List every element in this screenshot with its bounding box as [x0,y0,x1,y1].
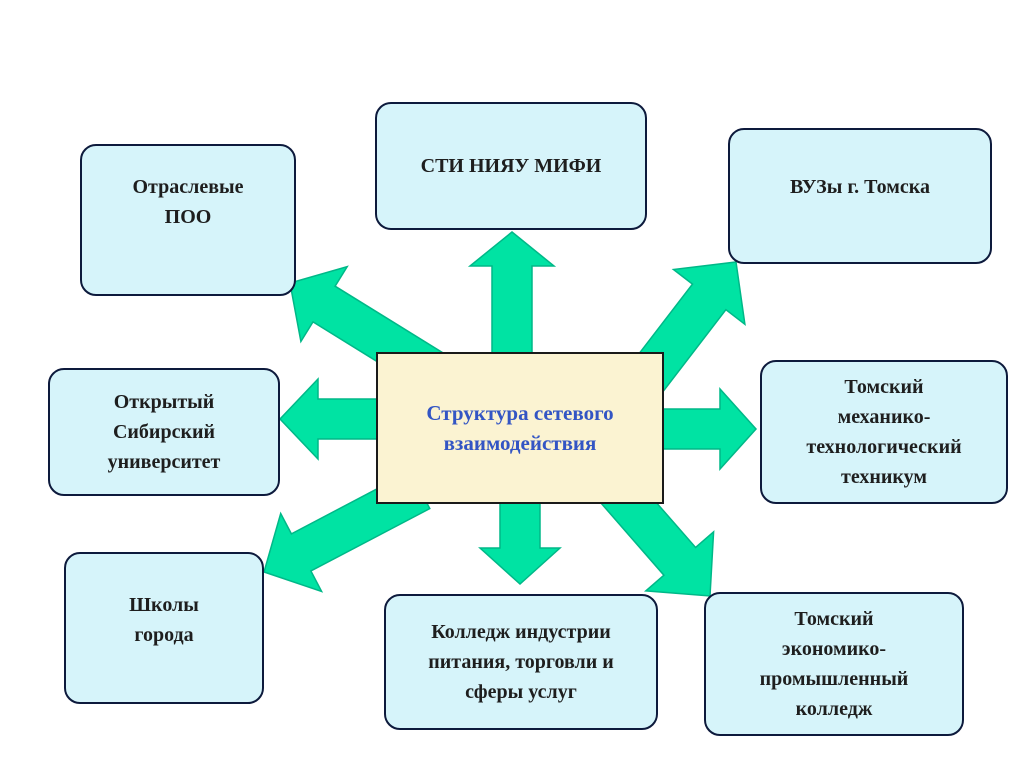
node-shkoly-goroda: Школы города [64,552,264,704]
node-shkoly-goroda-label: Школы города [129,594,199,646]
node-tomskii-ekonomiko-promyshlennyi-kolledzh-label: Томский экономико- промышленный колледж [759,608,909,720]
node-vuzy-tomska: ВУЗы г. Томска [728,128,992,264]
node-otraslevye-poo: Отраслевые ПОО [80,144,296,296]
node-tomskii-mekhaniko-tekhnologicheskii-tekhnikum-label: Томский механико- технологический техник… [806,376,962,488]
node-vuzy-tomska-label: ВУЗы г. Томска [790,176,930,198]
node-sti-niyau-mifi: СТИ НИЯУ МИФИ [375,102,647,230]
center-node: Структура сетевого взаимодействия [376,352,664,504]
node-kolledzh-industrii-pitaniya-label: Колледж индустрии питания, торговли и сф… [428,621,614,703]
node-tomskii-mekhaniko-tekhnologicheskii-tekhnikum: Томский механико- технологический техник… [760,360,1008,504]
node-kolledzh-industrii-pitaniya: Колледж индустрии питания, торговли и сф… [384,594,658,730]
node-sti-niyau-mifi-label: СТИ НИЯУ МИФИ [420,155,602,177]
node-tomskii-ekonomiko-promyshlennyi-kolledzh: Томский экономико- промышленный колледж [704,592,964,736]
node-otkrytyi-sibirskii-universitet: Открытый Сибирский университет [48,368,280,496]
center-node-label: Структура сетевого взаимодействия [426,401,614,455]
node-otraslevye-poo-label: Отраслевые ПОО [132,176,244,228]
node-otkrytyi-sibirskii-universitet-label: Открытый Сибирский университет [107,391,221,473]
